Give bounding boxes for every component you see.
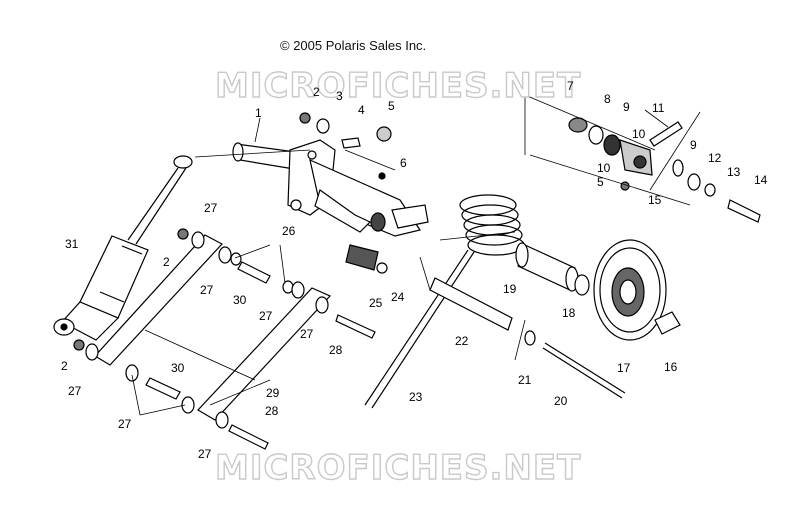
callout-19: 19 bbox=[503, 282, 517, 296]
callout-24: 24 bbox=[391, 290, 405, 304]
callout-27: 27 bbox=[118, 417, 132, 431]
callout-2: 2 bbox=[313, 85, 320, 99]
callout-2: 2 bbox=[61, 359, 68, 373]
callout-25: 25 bbox=[369, 296, 383, 310]
callout-17: 17 bbox=[617, 361, 631, 375]
callout-27: 27 bbox=[200, 283, 214, 297]
torsion-spring bbox=[364, 194, 525, 409]
callout-22: 22 bbox=[455, 334, 469, 348]
callout-5: 5 bbox=[597, 175, 604, 189]
callout-15: 15 bbox=[648, 193, 662, 207]
washer bbox=[574, 274, 590, 296]
callout-13: 13 bbox=[727, 165, 741, 179]
callout-10: 10 bbox=[632, 127, 646, 141]
callout-5: 5 bbox=[388, 99, 395, 113]
callout-11: 11 bbox=[652, 101, 665, 115]
callout-4: 4 bbox=[358, 103, 365, 117]
callout-9: 9 bbox=[623, 100, 630, 114]
bushing-sleeve bbox=[515, 242, 579, 292]
callout-21: 21 bbox=[518, 373, 532, 387]
callout-10: 10 bbox=[597, 161, 611, 175]
callout-29: 29 bbox=[266, 386, 280, 400]
axle-bolt bbox=[544, 342, 626, 394]
callout-7: 7 bbox=[567, 79, 574, 93]
callout-31: 31 bbox=[65, 237, 79, 251]
callout-23: 23 bbox=[409, 390, 423, 404]
link-arm bbox=[197, 287, 332, 421]
callout-3: 3 bbox=[336, 89, 343, 103]
shock-absorber bbox=[53, 155, 193, 341]
spacer-tube bbox=[429, 277, 513, 331]
callout-27: 27 bbox=[300, 327, 314, 341]
callout-9: 9 bbox=[690, 138, 697, 152]
callout-16: 16 bbox=[664, 360, 678, 374]
callout-6: 6 bbox=[400, 156, 407, 170]
spacer bbox=[654, 311, 681, 335]
callout-28: 28 bbox=[265, 404, 279, 418]
copyright-notice: © 2005 Polaris Sales Inc. bbox=[280, 38, 427, 53]
callout-8: 8 bbox=[604, 92, 611, 106]
callout-26: 26 bbox=[282, 224, 296, 238]
callout-2: 2 bbox=[163, 255, 170, 269]
callout-30: 30 bbox=[233, 293, 247, 307]
callout-12: 12 bbox=[708, 151, 722, 165]
callout-14: 14 bbox=[754, 173, 768, 187]
callout-27: 27 bbox=[68, 384, 82, 398]
callout-20: 20 bbox=[554, 394, 568, 408]
watermark-top: MICROFICHES.NET bbox=[214, 65, 582, 106]
callout-27: 27 bbox=[259, 309, 273, 323]
callout-18: 18 bbox=[562, 306, 576, 320]
callout-30: 30 bbox=[171, 361, 185, 375]
front-arm-assembly bbox=[232, 139, 429, 237]
callout-27: 27 bbox=[204, 201, 218, 215]
idler-wheel bbox=[593, 239, 667, 341]
callout-1: 1 bbox=[255, 106, 262, 120]
watermark-bottom: MICROFICHES.NET bbox=[214, 447, 582, 488]
link-arm bbox=[94, 234, 223, 366]
callout-27: 27 bbox=[198, 447, 212, 461]
callout-28: 28 bbox=[329, 343, 343, 357]
